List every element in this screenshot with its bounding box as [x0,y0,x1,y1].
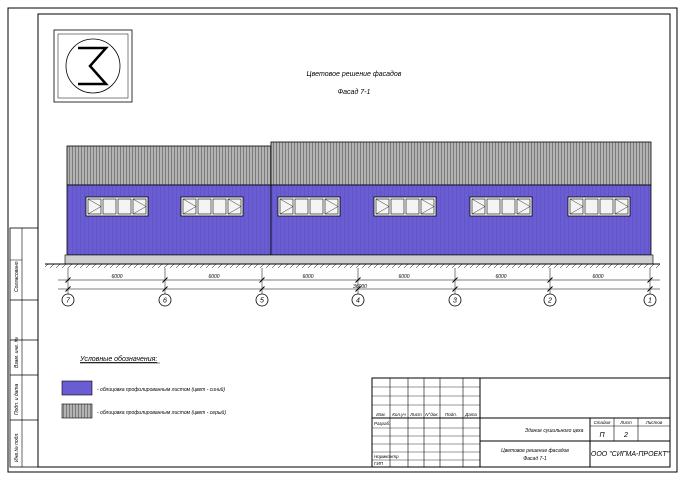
stamp-replace-inv: Взам. инв. № [14,336,20,368]
window [469,196,533,217]
wall-blue-right [270,184,652,256]
stage-value: П [599,432,605,439]
dim-span-5: 6000 [495,274,506,280]
axis-7: 7 [61,268,75,307]
dim-span-4: 6000 [398,274,409,280]
sheet-title-line1: Цветовое решение фасадов [501,448,569,454]
legend-label-blue: - облицовка профилированным листом (цвет… [97,386,225,393]
project-name: Здание сушильного цеха [525,428,584,434]
plinth [64,254,654,265]
sigma-logo-icon [53,29,133,103]
col-date: Дата [464,412,477,417]
grid-axes: 7 6 5 4 3 2 1 [61,268,657,307]
stamp-agreed: Согласовано [14,261,20,292]
stamp-inv-number: Инв.№ подл. [14,432,20,462]
left-stamps: Согласовано Взам. инв. № Подп. и дата Ин… [9,227,39,468]
svg-text:3: 3 [453,298,457,305]
svg-text:6: 6 [163,298,167,305]
axis-4: 4 [351,268,365,307]
legend-swatch-blue [61,380,93,396]
roof-panel-right [270,141,652,186]
axis-5: 5 [255,268,269,307]
role-normcontrol: Нормконтр [374,454,399,459]
role-developer: Разраб. [374,421,390,426]
legend-swatch-gray [61,403,93,419]
facade-elevation [45,141,660,268]
stamp-sign-date: Подп. и дата [14,383,20,415]
col-kol-uch: Кол.уч [392,412,406,417]
axis-1: 1 [643,268,657,307]
ground-hatch [45,264,660,268]
dim-span-1: 6000 [111,274,122,280]
axis-3: 3 [448,268,462,307]
sheet-label: Лист [619,420,632,425]
legend-heading: Условные обозначения: [79,355,157,363]
wall-blue-left [66,184,272,256]
drawing-title: Цветовое решение фасадов [307,70,402,78]
dim-span-2: 6000 [208,274,219,280]
sheets-label: Листов [645,420,663,425]
axis-2: 2 [543,268,557,307]
window [277,196,341,217]
sheet-frame [7,7,678,473]
window [85,196,149,217]
sheet-title-line2: Фасад 7-1 [523,456,547,462]
dim-span-3: 6000 [302,274,313,280]
dim-total: 36000 [353,284,367,290]
svg-text:2: 2 [547,298,552,305]
window [373,196,437,217]
legend-label-gray: - облицовка профилированным листом (цвет… [97,409,226,416]
company-name: ООО "СИГМА-ПРОЕКТ" [591,451,670,458]
svg-text:7: 7 [66,298,71,305]
window-group [85,196,631,217]
axis-6: 6 [158,268,172,307]
dim-span-6: 6000 [592,274,603,280]
window [567,196,631,217]
roof-panel-left [66,145,272,186]
svg-text:4: 4 [356,298,360,305]
col-izm: Изм. [376,412,386,417]
col-doc: N°док. [425,412,438,417]
col-list: Лист [409,412,422,417]
window [180,196,244,217]
dimension-chain: 36000 6000 6000 6000 6000 6000 6000 [58,274,660,292]
legend: Условные обозначения: - облицовка профил… [61,355,226,419]
role-chief: ГИП [374,461,384,466]
svg-text:5: 5 [260,298,264,305]
sheet-value: 2 [623,432,628,439]
drawing-subtitle: Фасад 7-1 [338,88,371,96]
col-sign: Подп. [445,412,457,417]
stage-label: Стадия [594,420,611,425]
svg-text:1: 1 [648,298,652,305]
title-block: Изм. Кол.уч Лист N°док. Подп. Дата Разра… [371,377,671,468]
